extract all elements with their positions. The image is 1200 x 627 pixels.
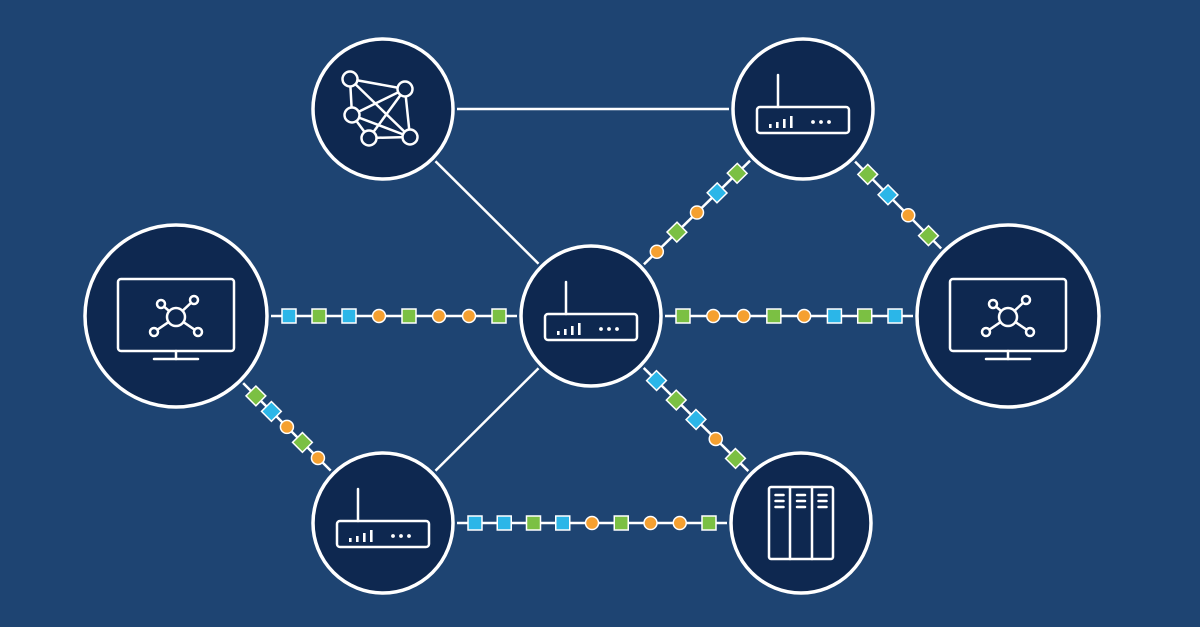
node-circle [311,37,455,181]
packet-orange [584,515,600,531]
server-rack-icon [767,485,835,561]
packet-green [701,515,717,531]
link-router-bottom-left-to-server-bottom-right [457,515,727,531]
link-router-center-to-router-bottom-left [434,367,540,472]
packet-green [766,308,782,324]
packet-orange [900,208,916,223]
node-circle [519,244,663,388]
packet-blue [555,515,571,531]
packet-orange [643,515,658,531]
packet-blue [496,515,512,531]
packet-blue [706,181,729,204]
packet-green [311,308,327,324]
packet-green [613,515,629,531]
link-router-center-to-monitor-right [665,308,913,324]
packet-blue [645,369,668,392]
node-circle [83,223,269,409]
packet-blue [341,308,357,324]
packet-green [491,308,507,324]
packet-blue [877,183,899,206]
nodes-layer [83,37,1101,595]
node-mesh[interactable] [311,37,455,181]
node-router-bottom-left[interactable] [311,451,455,595]
packet-orange [279,419,295,435]
packet-green [724,447,747,470]
packet-orange [461,308,477,324]
packet-green [525,515,542,531]
packet-green [291,431,314,454]
node-circle [731,37,875,181]
packet-blue [887,308,903,324]
router-icon [755,73,851,135]
packet-green [665,221,688,244]
packet-blue [260,400,283,423]
link-router-top-right-to-monitor-right [854,160,943,250]
connection-line [434,367,540,472]
node-monitor-left[interactable] [83,223,269,409]
packet-blue [281,308,297,324]
router-icon [335,487,431,549]
connection-line [434,160,540,265]
packet-green [856,163,879,186]
link-router-center-to-router-top-right [643,159,751,266]
packet-green [726,162,749,185]
packet-green [244,384,267,407]
node-circle [729,451,873,595]
packet-orange [310,450,326,466]
link-router-center-to-server-bottom-right [642,367,750,472]
node-circle [915,223,1101,409]
router-icon [543,280,639,342]
monitor-hub-icon [116,277,236,361]
node-circle [311,451,455,595]
node-monitor-right[interactable] [915,223,1101,409]
packet-orange [371,308,387,324]
packet-green [401,308,417,324]
node-server-bottom-right[interactable] [729,451,873,595]
node-router-top-right[interactable] [731,37,875,181]
link-monitor-left-to-router-bottom-left [242,382,332,472]
packet-orange [796,308,812,324]
packet-orange [708,431,723,447]
packet-green [917,224,940,247]
packet-green [665,389,688,412]
packet-orange [689,205,705,220]
packet-orange [736,308,751,324]
packet-blue [467,515,483,531]
monitor-hub-icon [948,277,1068,361]
packet-orange [672,515,687,531]
packet-green [675,308,691,324]
link-mesh-to-router-center [434,160,540,265]
packet-orange [431,308,447,324]
packet-orange [649,244,665,259]
links-layer [242,107,943,531]
node-router-center[interactable] [519,244,663,388]
mesh-network-icon [341,70,419,147]
packet-blue [826,308,843,324]
link-monitor-left-to-router-center [271,308,517,324]
packet-green [856,308,873,324]
packet-blue [685,408,707,431]
packet-orange [706,308,721,324]
